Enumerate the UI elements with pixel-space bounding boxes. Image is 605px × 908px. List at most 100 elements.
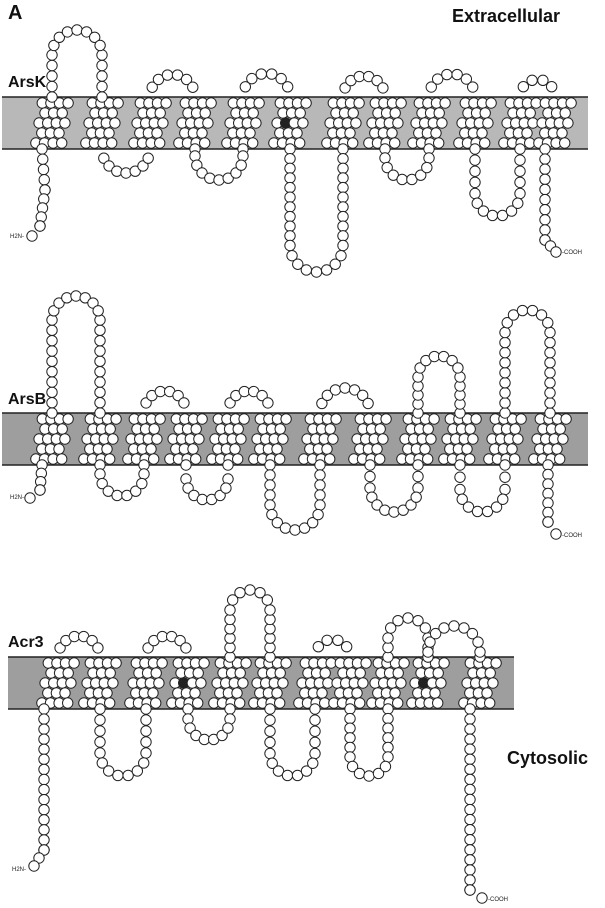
loop-acr3-5 [264,641,276,654]
loop-arsb-11 [499,377,511,389]
loop-arsk-2 [142,152,154,164]
helix-arsb-9 [419,443,431,455]
loop-arsb-10 [456,493,468,505]
helix-arsb-5 [235,433,247,445]
loop-arsb-3 [140,397,152,409]
n-tail-acr3 [38,763,50,776]
helix-arsk-7 [347,107,359,119]
loop-acr3-6 [264,725,276,737]
loop-arsb-7 [316,397,328,410]
loop-arsk-6 [329,258,341,270]
loop-arsb-1 [61,292,73,304]
n-tail-acr3 [38,753,50,766]
loop-arsk-6 [284,210,296,223]
helix-arsb-1 [56,423,68,435]
helix-arsb-1 [62,413,74,425]
loop-arsb-8 [364,470,376,483]
loop-arsk-2 [103,160,115,172]
loop-arsb-10 [497,493,509,505]
c-tail-arsk [550,246,562,258]
loop-arsk-9 [451,68,463,81]
helix-arsk-9 [433,107,445,119]
c-tail-arsk [539,143,551,155]
loop-arsb-2 [138,468,150,480]
loop-acr3-7 [312,641,325,653]
c-tail-acr3 [464,773,476,786]
loop-arsk-10 [496,209,509,222]
n-terminus-label-arsk: H2N- [10,234,24,240]
loop-acr3-5 [224,604,236,616]
loop-arsb-8 [366,491,378,503]
loop-acr3-8 [382,722,394,734]
loop-acr3-2 [94,714,106,726]
loop-arsk-11 [545,81,558,93]
loop-arsk-10 [486,209,499,222]
helix-arsb-9 [422,423,434,435]
helix-arsb-8 [374,423,386,435]
loop-arsb-6 [306,516,319,529]
loop-arsb-1 [46,376,58,388]
helix-arsk-10 [476,127,488,139]
helix-arsk-4 [199,137,211,149]
c-tail-acr3 [464,803,476,816]
loop-arsb-1 [94,345,106,357]
helix-arsk-8 [386,127,398,139]
loop-arsb-1 [94,314,106,326]
helix-arsb-12 [551,443,563,455]
loop-acr3-6 [291,769,304,782]
helix-acr3-3 [156,657,168,669]
loop-acr3-3 [174,634,186,647]
helix-arsk-2 [106,107,118,119]
helix-arsk-5 [250,117,262,129]
helix-acr3-11 [481,687,493,699]
helix-arsk-12 [559,137,571,149]
loop-acr3-4 [216,729,228,742]
helix-acr3-2 [101,687,113,699]
loop-acr3-3 [142,642,154,654]
helix-acr3-4 [192,697,204,709]
helix-acr3-1 [61,697,74,709]
loop-arsb-11 [544,407,556,419]
helix-acr3-2 [107,677,119,689]
helix-arsb-5 [238,413,250,425]
helix-arsb-2 [104,453,116,465]
c-tail-arsb [542,487,554,500]
loop-arsk-4 [235,159,247,171]
loop-arsk-1 [94,39,106,52]
helix-arsk-10 [485,97,497,109]
helix-arsk-3 [157,117,169,129]
loop-acr3-5 [244,584,256,596]
loop-arsk-8 [423,152,435,164]
n-tail-arsb [34,484,46,496]
helix-arsb-11 [509,423,521,435]
helix-arsk-6 [297,117,309,129]
loop-acr3-2 [96,757,108,769]
helix-arsb-5 [229,443,241,455]
c-tail-acr3 [464,864,476,876]
loop-arsb-1 [46,324,58,337]
loop-arsb-7 [362,397,374,410]
loop-arsb-11 [499,387,511,399]
helix-arsb-8 [371,443,383,455]
loop-arsb-11 [544,336,556,349]
helix-arsk-6 [300,97,312,109]
loop-arsb-10 [454,483,466,496]
helix-arsb-6 [274,423,286,435]
helix-arsk-1 [56,137,68,149]
helix-arsb-11 [515,413,527,425]
loop-acr3-2 [140,747,152,759]
loop-arsk-8 [415,169,427,181]
helix-arsb-7 [330,413,342,425]
loop-acr3-8 [353,767,366,780]
helix-acr3-3 [150,697,162,709]
helix-acr3-3 [150,667,162,679]
loop-arsk-8 [421,161,433,174]
helix-arsb-4 [187,443,199,455]
helix-arsk-4 [205,97,217,109]
loop-acr3-5 [261,594,274,606]
loop-acr3-9 [402,612,414,624]
loop-arsb-11 [499,397,511,409]
helix-acr3-11 [487,677,499,689]
helix-arsb-10 [470,413,482,425]
loop-arsb-1 [53,297,65,309]
